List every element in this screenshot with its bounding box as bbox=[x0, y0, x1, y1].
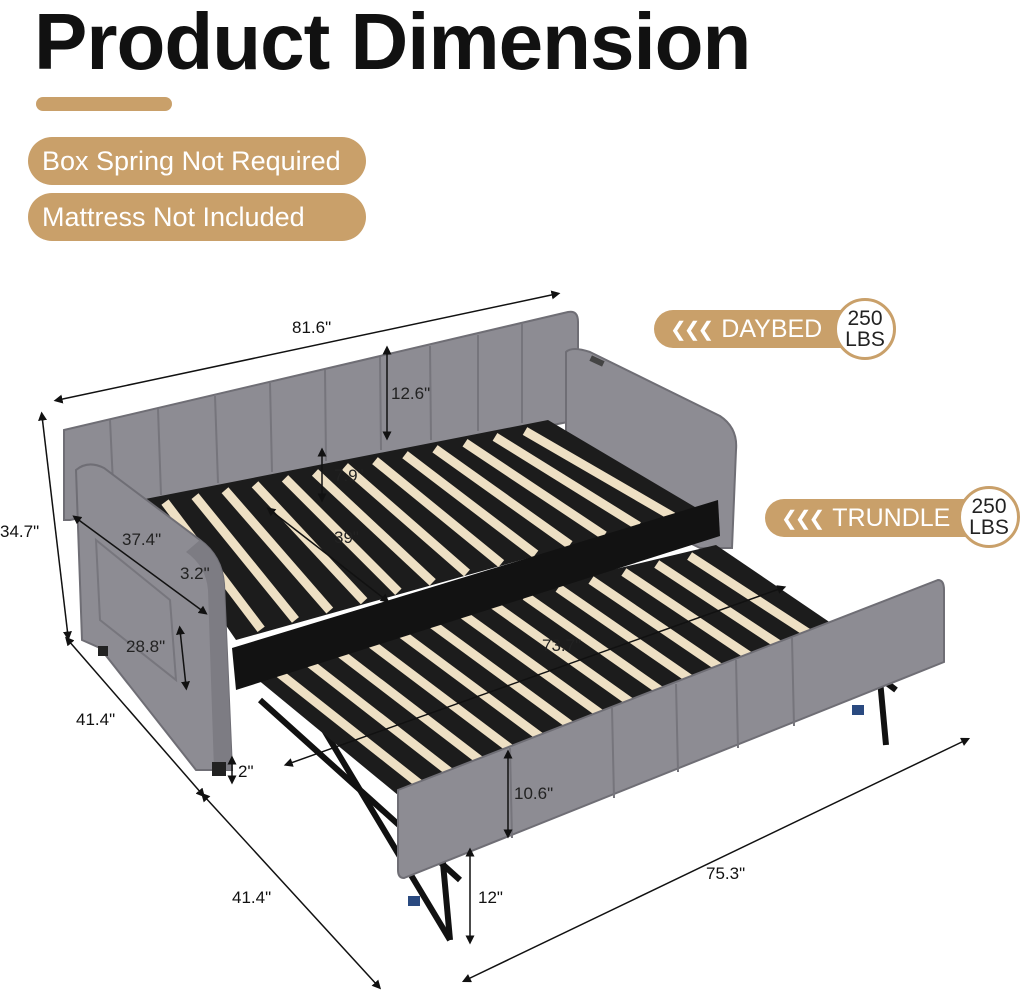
trundle-capacity-label: TRUNDLE bbox=[832, 503, 951, 532]
leg-height-label: 2" bbox=[238, 762, 254, 781]
page-title: Product Dimension bbox=[34, 0, 751, 86]
chevron-left-icon: ❮❮❮ bbox=[781, 507, 825, 530]
trundle-capacity-unit: LBS bbox=[969, 516, 1009, 539]
trundle-capacity-circle: 250 LBS bbox=[958, 486, 1020, 548]
slat bbox=[372, 457, 505, 568]
trundle-panel-height-label: 10.6" bbox=[514, 784, 554, 803]
daybed-capacity-circle: 250 LBS bbox=[834, 298, 896, 360]
overall-length-label: 81.6" bbox=[292, 318, 332, 337]
slat bbox=[342, 463, 470, 577]
slat bbox=[402, 451, 539, 558]
trundle-capacity-tag: ❮❮❮ TRUNDLE bbox=[765, 499, 985, 537]
arm-width-label: 3.2" bbox=[180, 564, 210, 583]
slat bbox=[492, 433, 641, 530]
dimension-lines bbox=[38, 290, 971, 990]
daybed-capacity-unit: LBS bbox=[845, 328, 885, 351]
arm-height-label: 28.8" bbox=[126, 637, 166, 656]
chevron-left-icon: ❮❮❮ bbox=[670, 318, 714, 341]
daybed-capacity-value: 250 bbox=[847, 307, 883, 330]
daybed-depth-label: 41.4" bbox=[76, 710, 116, 729]
slat bbox=[522, 427, 676, 521]
daybed-capacity-tag: ❮❮❮ DAYBED bbox=[654, 310, 864, 348]
trundle-height-label: 12" bbox=[478, 888, 503, 907]
slat-depth-label: 7.9" bbox=[334, 466, 364, 485]
trundle-depth-label: 41.4" bbox=[232, 888, 272, 907]
slat bbox=[462, 439, 607, 540]
overall-height-label: 34.7" bbox=[0, 522, 40, 541]
inner-width-label: 39" bbox=[334, 528, 359, 547]
back-height-label: 12.6" bbox=[391, 384, 431, 403]
slat bbox=[432, 445, 573, 549]
trundle-length-label: 75.3" bbox=[706, 864, 746, 883]
trundle-capacity-value: 250 bbox=[971, 495, 1007, 518]
arm-length-label: 37.4" bbox=[122, 530, 162, 549]
box-spring-badge: Box Spring Not Required bbox=[28, 137, 366, 185]
daybed-capacity-label: DAYBED bbox=[721, 314, 823, 343]
trundle-inner-length-label: 73.7" bbox=[542, 636, 582, 655]
title-underline bbox=[36, 97, 172, 111]
mattress-badge: Mattress Not Included bbox=[28, 193, 366, 241]
